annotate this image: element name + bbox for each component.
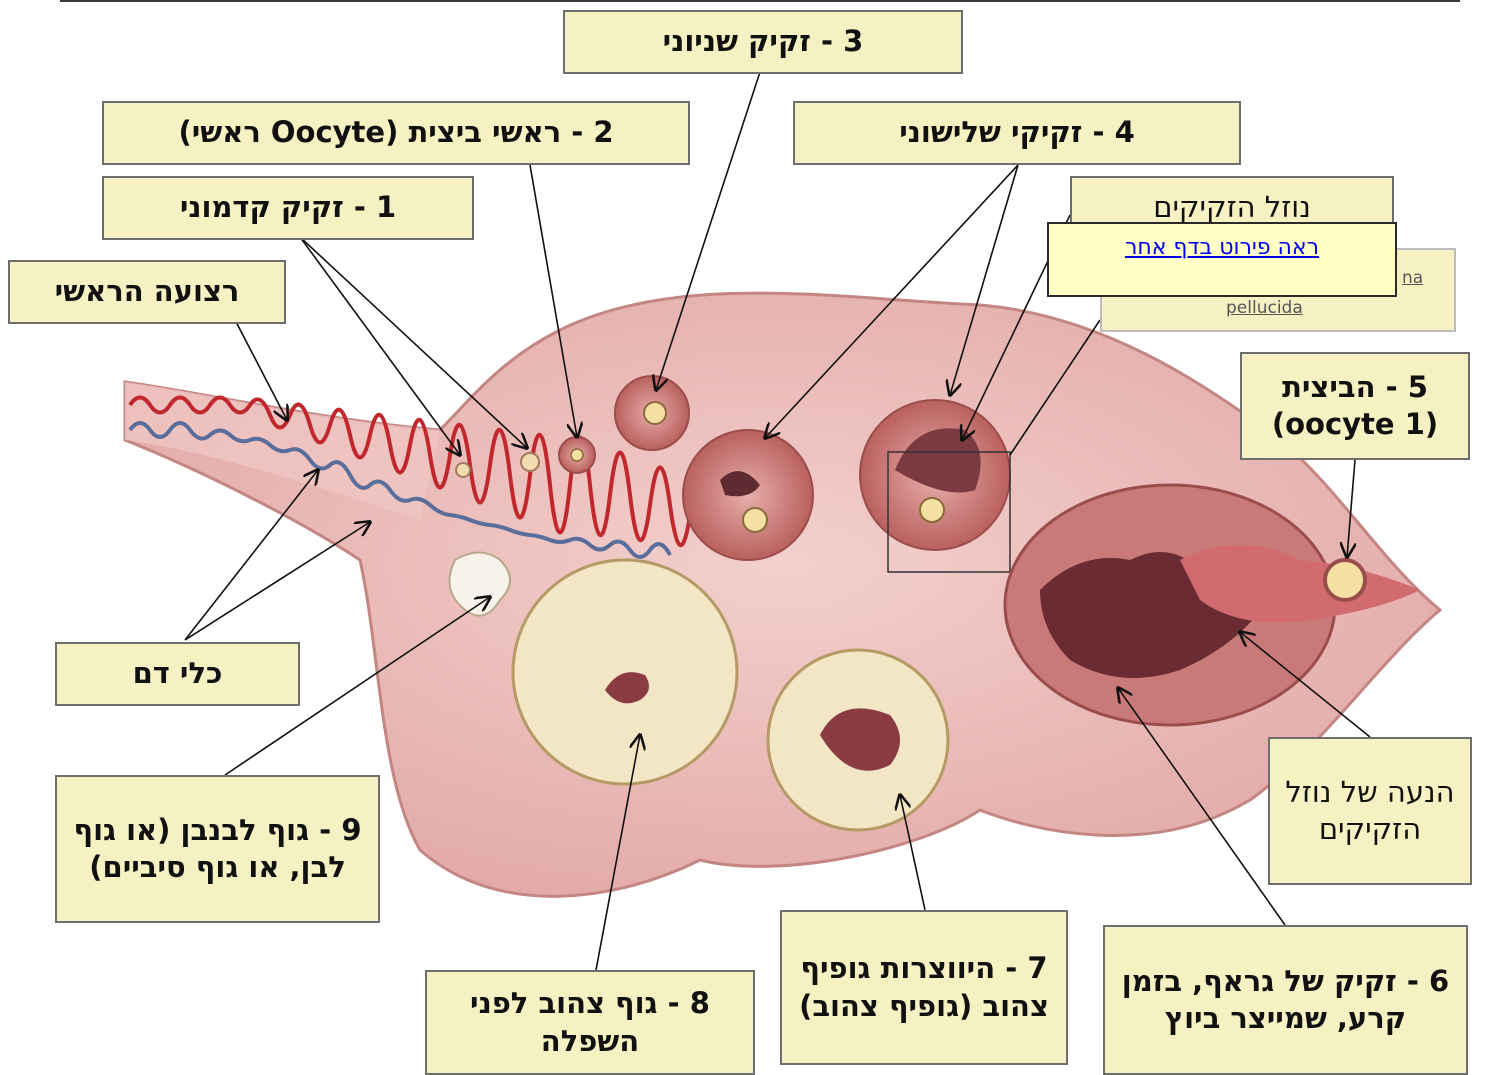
label-blood-vessels: כלי דם	[55, 642, 300, 706]
oocyte-dot	[743, 508, 767, 532]
detail-link-box: ראה פירוט בדף אחר	[1047, 222, 1397, 297]
primordial-follicle	[456, 463, 470, 477]
label-tertiary-follicles: 4 - זקיקי שלישוני	[793, 101, 1241, 165]
released-oocyte	[1325, 560, 1365, 600]
label-forming-corpus-luteum: 7 - היווצרות גופיף צהוב (גופיף צהוב)	[780, 910, 1068, 1065]
oocyte-dot	[920, 498, 944, 522]
corpus-luteum	[513, 560, 737, 784]
label-germinal-ligament: רצועה הראשי	[8, 260, 286, 324]
primordial-follicle	[521, 453, 539, 471]
oocyte-dot	[644, 402, 666, 424]
zona-text-fragment: na	[1402, 268, 1423, 288]
label-oocyte: 5 - הביצית (oocyte 1)	[1240, 352, 1470, 460]
label-corpus-luteum-degeneration: 8 - גוף צהוב לפני השפלה	[425, 970, 755, 1075]
detail-link[interactable]: ראה פירוט בדף אחר	[1125, 235, 1319, 260]
oocyte-dot	[571, 449, 583, 461]
zona-text-pellucida: pellucida	[1226, 298, 1303, 318]
label-primary-oocyte: 2 - ראשי ביצית (Oocyte ראשי)	[102, 101, 690, 165]
tertiary-follicle	[683, 430, 813, 560]
label-graafian-follicle: 6 - זקיק של גראף, בזמן קרע, שמייצר ביוץ	[1103, 925, 1468, 1075]
label-fluid-movement: הנעה של נוזל הזקיקים	[1268, 737, 1472, 885]
label-primordial-follicle: 1 - זקיק קדמוני	[102, 176, 474, 240]
label-secondary-follicle: 3 - זקיק שניוני	[563, 10, 963, 74]
label-corpus-albicans: 9 - גוף לבנבן (או גוף לבן, או גוף סיביים…	[55, 775, 380, 923]
